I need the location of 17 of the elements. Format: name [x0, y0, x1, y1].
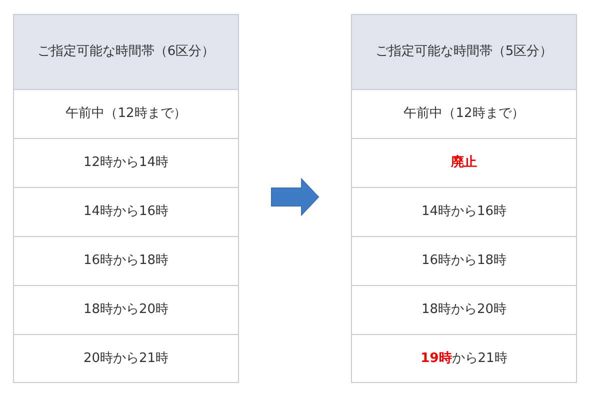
- table-cell: 16時から18時: [14, 236, 238, 285]
- table-cell: 12時から14時: [14, 138, 238, 187]
- comparison-table: [351, 14, 577, 383]
- arrow: [270, 178, 320, 216]
- table-cell: 14時から16時: [352, 187, 576, 236]
- table-cell: 午前中（12時まで）: [14, 89, 238, 138]
- table-cell: 19時から21時: [352, 334, 576, 383]
- table-cell: 18時から20時: [14, 285, 238, 334]
- table-cell: 18時から20時: [352, 285, 576, 334]
- table-cell: 20時から21時: [14, 334, 238, 383]
- comparison-table: [13, 14, 239, 383]
- header-cell: ご指定可能な時間帯（6区分）: [14, 15, 238, 89]
- table-cell: 16時から18時: [352, 236, 576, 285]
- table-cell: 廃止: [352, 138, 576, 187]
- table-cell: 14時から16時: [14, 187, 238, 236]
- header-cell: ご指定可能な時間帯（5区分）: [352, 15, 576, 89]
- table-cell: 午前中（12時まで）: [352, 89, 576, 138]
